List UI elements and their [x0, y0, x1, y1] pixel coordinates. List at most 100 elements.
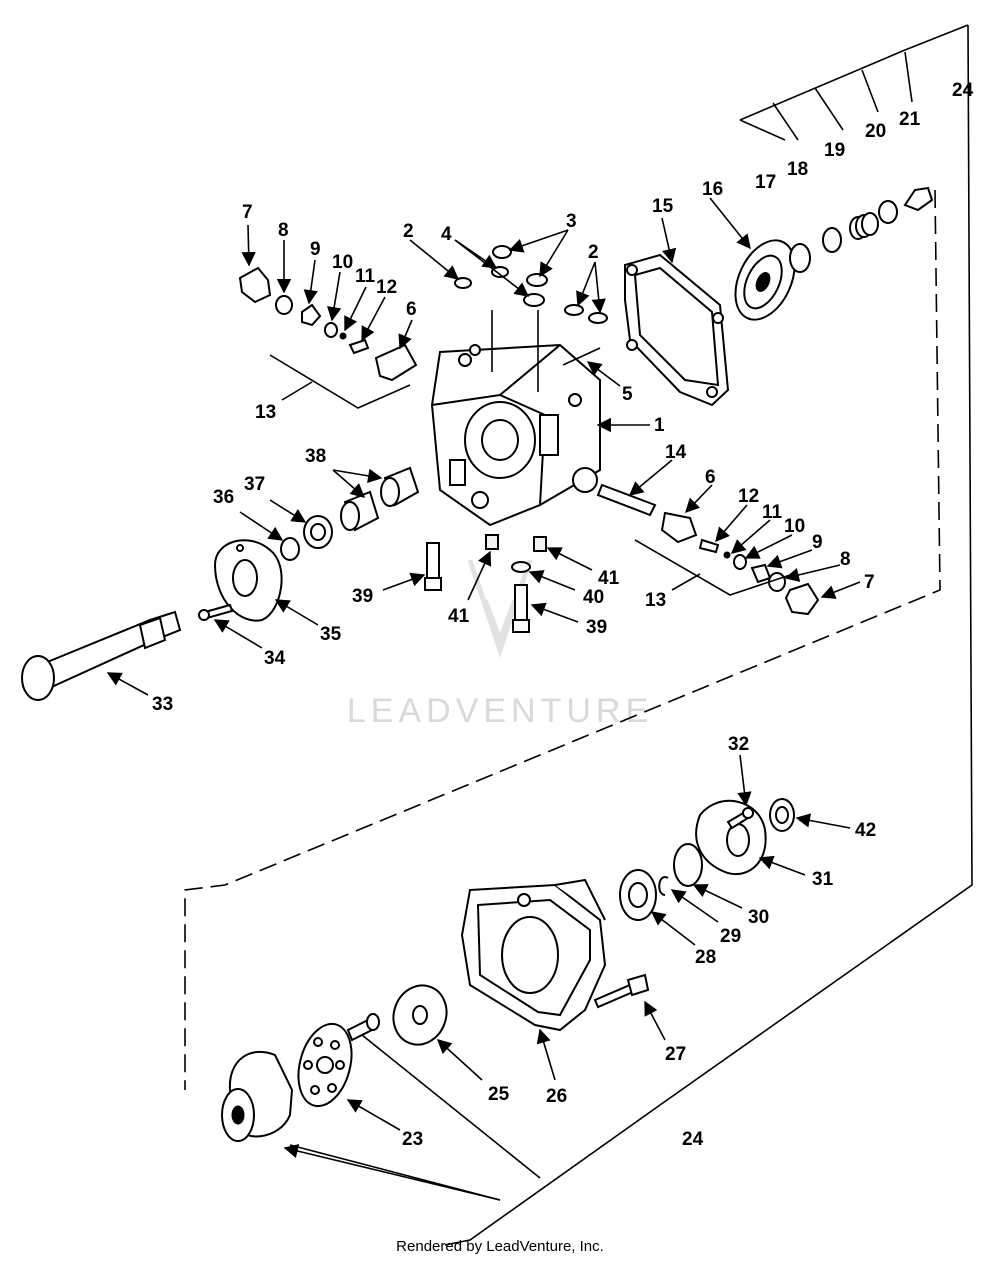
callout-39-right: 39 [586, 617, 607, 638]
callout-9-left: 9 [310, 239, 321, 260]
fitting-9-right [750, 563, 772, 584]
motor-housing [460, 878, 607, 1032]
needle-bearings-38 [340, 466, 420, 532]
plug-7-left [238, 266, 272, 304]
callout-38: 38 [305, 446, 326, 467]
fitting-9-left [301, 303, 322, 327]
callout-28: 28 [695, 947, 716, 968]
ball-11-left [339, 332, 347, 340]
footer-credit: Rendered by LeadVenture, Inc. [396, 1238, 604, 1255]
ring-20 [878, 200, 898, 224]
callout-24-top: 24 [952, 80, 974, 101]
bearing-28 [619, 869, 657, 921]
plug-7-right [784, 582, 820, 616]
callout-16: 16 [702, 179, 723, 200]
callout-8-right: 8 [840, 549, 851, 570]
callout-41-right: 41 [598, 568, 620, 589]
flange-31 [695, 799, 767, 876]
callout-5: 5 [622, 384, 633, 405]
bolt-27 [593, 973, 650, 1009]
callout-32: 32 [728, 734, 749, 755]
valve-21 [903, 186, 934, 212]
callout-3: 3 [566, 211, 577, 232]
callout-19: 19 [824, 140, 845, 161]
callout-40: 40 [583, 587, 604, 608]
callout-6-right: 6 [705, 467, 716, 488]
callout-2-right: 2 [588, 242, 599, 263]
ring-17 [789, 243, 811, 273]
retainer-29 [658, 876, 669, 896]
callout-13-right: 13 [645, 590, 666, 611]
cover-plate [734, 239, 796, 321]
ring-36 [280, 537, 300, 561]
callout-37: 37 [244, 474, 265, 495]
callout-18: 18 [787, 159, 808, 180]
callout-12-left: 12 [376, 277, 397, 298]
callout-36: 36 [213, 487, 234, 508]
callout-21: 21 [899, 109, 921, 130]
ring-10-left [324, 322, 338, 338]
callout-34: 34 [264, 648, 286, 669]
callout-41-left: 41 [448, 606, 470, 627]
spring-12-right [698, 538, 720, 554]
gasket [624, 253, 730, 407]
ring-18 [822, 227, 842, 253]
watermark-text: LEADVENTURE [347, 692, 653, 730]
callout-labels: 7 8 9 10 11 12 6 13 2 4 3 2 5 1 15 16 17… [152, 80, 974, 1150]
oring-8-left [275, 295, 293, 315]
thrust-washer-25 [392, 984, 448, 1046]
spring-19 [849, 212, 879, 240]
callout-12-right: 12 [738, 486, 759, 507]
bolt-32 [726, 807, 754, 830]
callout-11-right: 11 [762, 502, 783, 523]
flange-35 [213, 539, 283, 622]
watermark: LEADVENTURE [347, 559, 653, 730]
spring-14 [596, 483, 657, 517]
bolt-39-right [512, 584, 530, 633]
callout-33: 33 [152, 694, 173, 715]
washer-40 [511, 561, 531, 573]
callout-31: 31 [812, 869, 834, 890]
callout-10-right: 10 [784, 516, 805, 537]
callout-27: 27 [665, 1044, 686, 1065]
leader-lines [106, 197, 861, 1201]
callout-13-left: 13 [255, 402, 276, 423]
callout-35: 35 [320, 624, 342, 645]
seal-37 [303, 515, 333, 549]
bolt-39-left [424, 542, 442, 591]
callout-30: 30 [748, 907, 769, 928]
callout-7-left: 7 [242, 202, 253, 223]
callout-1: 1 [654, 415, 665, 436]
shaft-33 [21, 610, 182, 701]
callout-8-left: 8 [278, 220, 289, 241]
callout-25: 25 [488, 1084, 510, 1105]
plug-41-left [485, 534, 499, 550]
callout-4: 4 [441, 224, 452, 245]
spring-12-left [348, 338, 370, 355]
callout-9-right: 9 [812, 532, 823, 553]
pin [346, 1013, 380, 1042]
callout-20: 20 [865, 121, 886, 142]
callout-2-left: 2 [403, 221, 414, 242]
callout-15: 15 [652, 196, 674, 217]
valve-6-right [660, 511, 698, 544]
bolt-34 [198, 603, 234, 621]
cylinder-plate [297, 1022, 353, 1108]
cylinder-block [221, 1050, 294, 1142]
seal-30 [673, 843, 703, 887]
callout-10-left: 10 [332, 252, 353, 273]
callout-11-left: 11 [355, 266, 376, 287]
valve-body [430, 343, 601, 527]
callout-26: 26 [546, 1086, 567, 1107]
callout-24-bottom: 24 [682, 1129, 704, 1150]
callout-14: 14 [665, 442, 687, 463]
ball-11-right [723, 551, 731, 559]
callout-7-right: 7 [864, 572, 875, 593]
seal-42 [769, 798, 795, 832]
ring-10-right [733, 554, 747, 570]
callout-39-left: 39 [352, 586, 373, 607]
kit-boundary [184, 24, 973, 1246]
callout-23: 23 [402, 1129, 423, 1150]
callout-6-left: 6 [406, 299, 417, 320]
